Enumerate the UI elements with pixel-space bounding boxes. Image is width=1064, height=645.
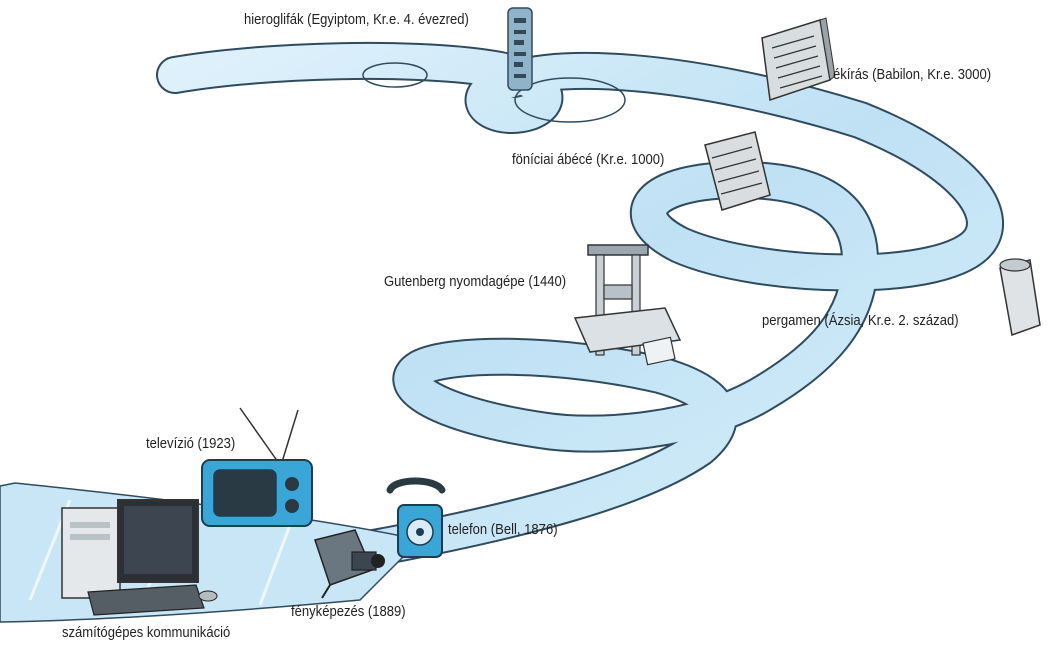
label-phoenician: föníciai ábécé (Kr.e. 1000) <box>512 152 665 168</box>
camera-icon <box>314 529 385 599</box>
label-hieroglyphs: hieroglifák (Egyiptom, Kr.e. 4. évezred) <box>244 12 469 28</box>
computer-icon <box>61 499 218 616</box>
parchment-scroll-icon <box>999 258 1041 337</box>
telephone-icon <box>386 477 446 558</box>
label-parchment: pergamen (Ázsia, Kr.e. 2. század) <box>762 313 959 329</box>
label-cuneiform: ékírás (Babilon, Kr.e. 3000) <box>833 67 992 83</box>
timeline-ribbon <box>0 41 1004 609</box>
alphabet-tablet-icon <box>704 131 771 211</box>
label-photography: fényképezés (1889) <box>291 604 406 620</box>
label-gutenberg: Gutenberg nyomdagépe (1440) <box>384 274 567 290</box>
cuneiform-tablet-icon <box>761 17 836 101</box>
ribbon-small-loop <box>362 62 428 88</box>
label-telephone: telefon (Bell, 1876) <box>448 522 558 538</box>
printing-press-icon <box>573 244 682 366</box>
label-computer: számítógépes kommunikáció <box>62 625 231 641</box>
hieroglyph-stele-icon <box>507 7 533 91</box>
television-icon <box>201 407 313 527</box>
label-television: televízió (1923) <box>146 436 236 452</box>
